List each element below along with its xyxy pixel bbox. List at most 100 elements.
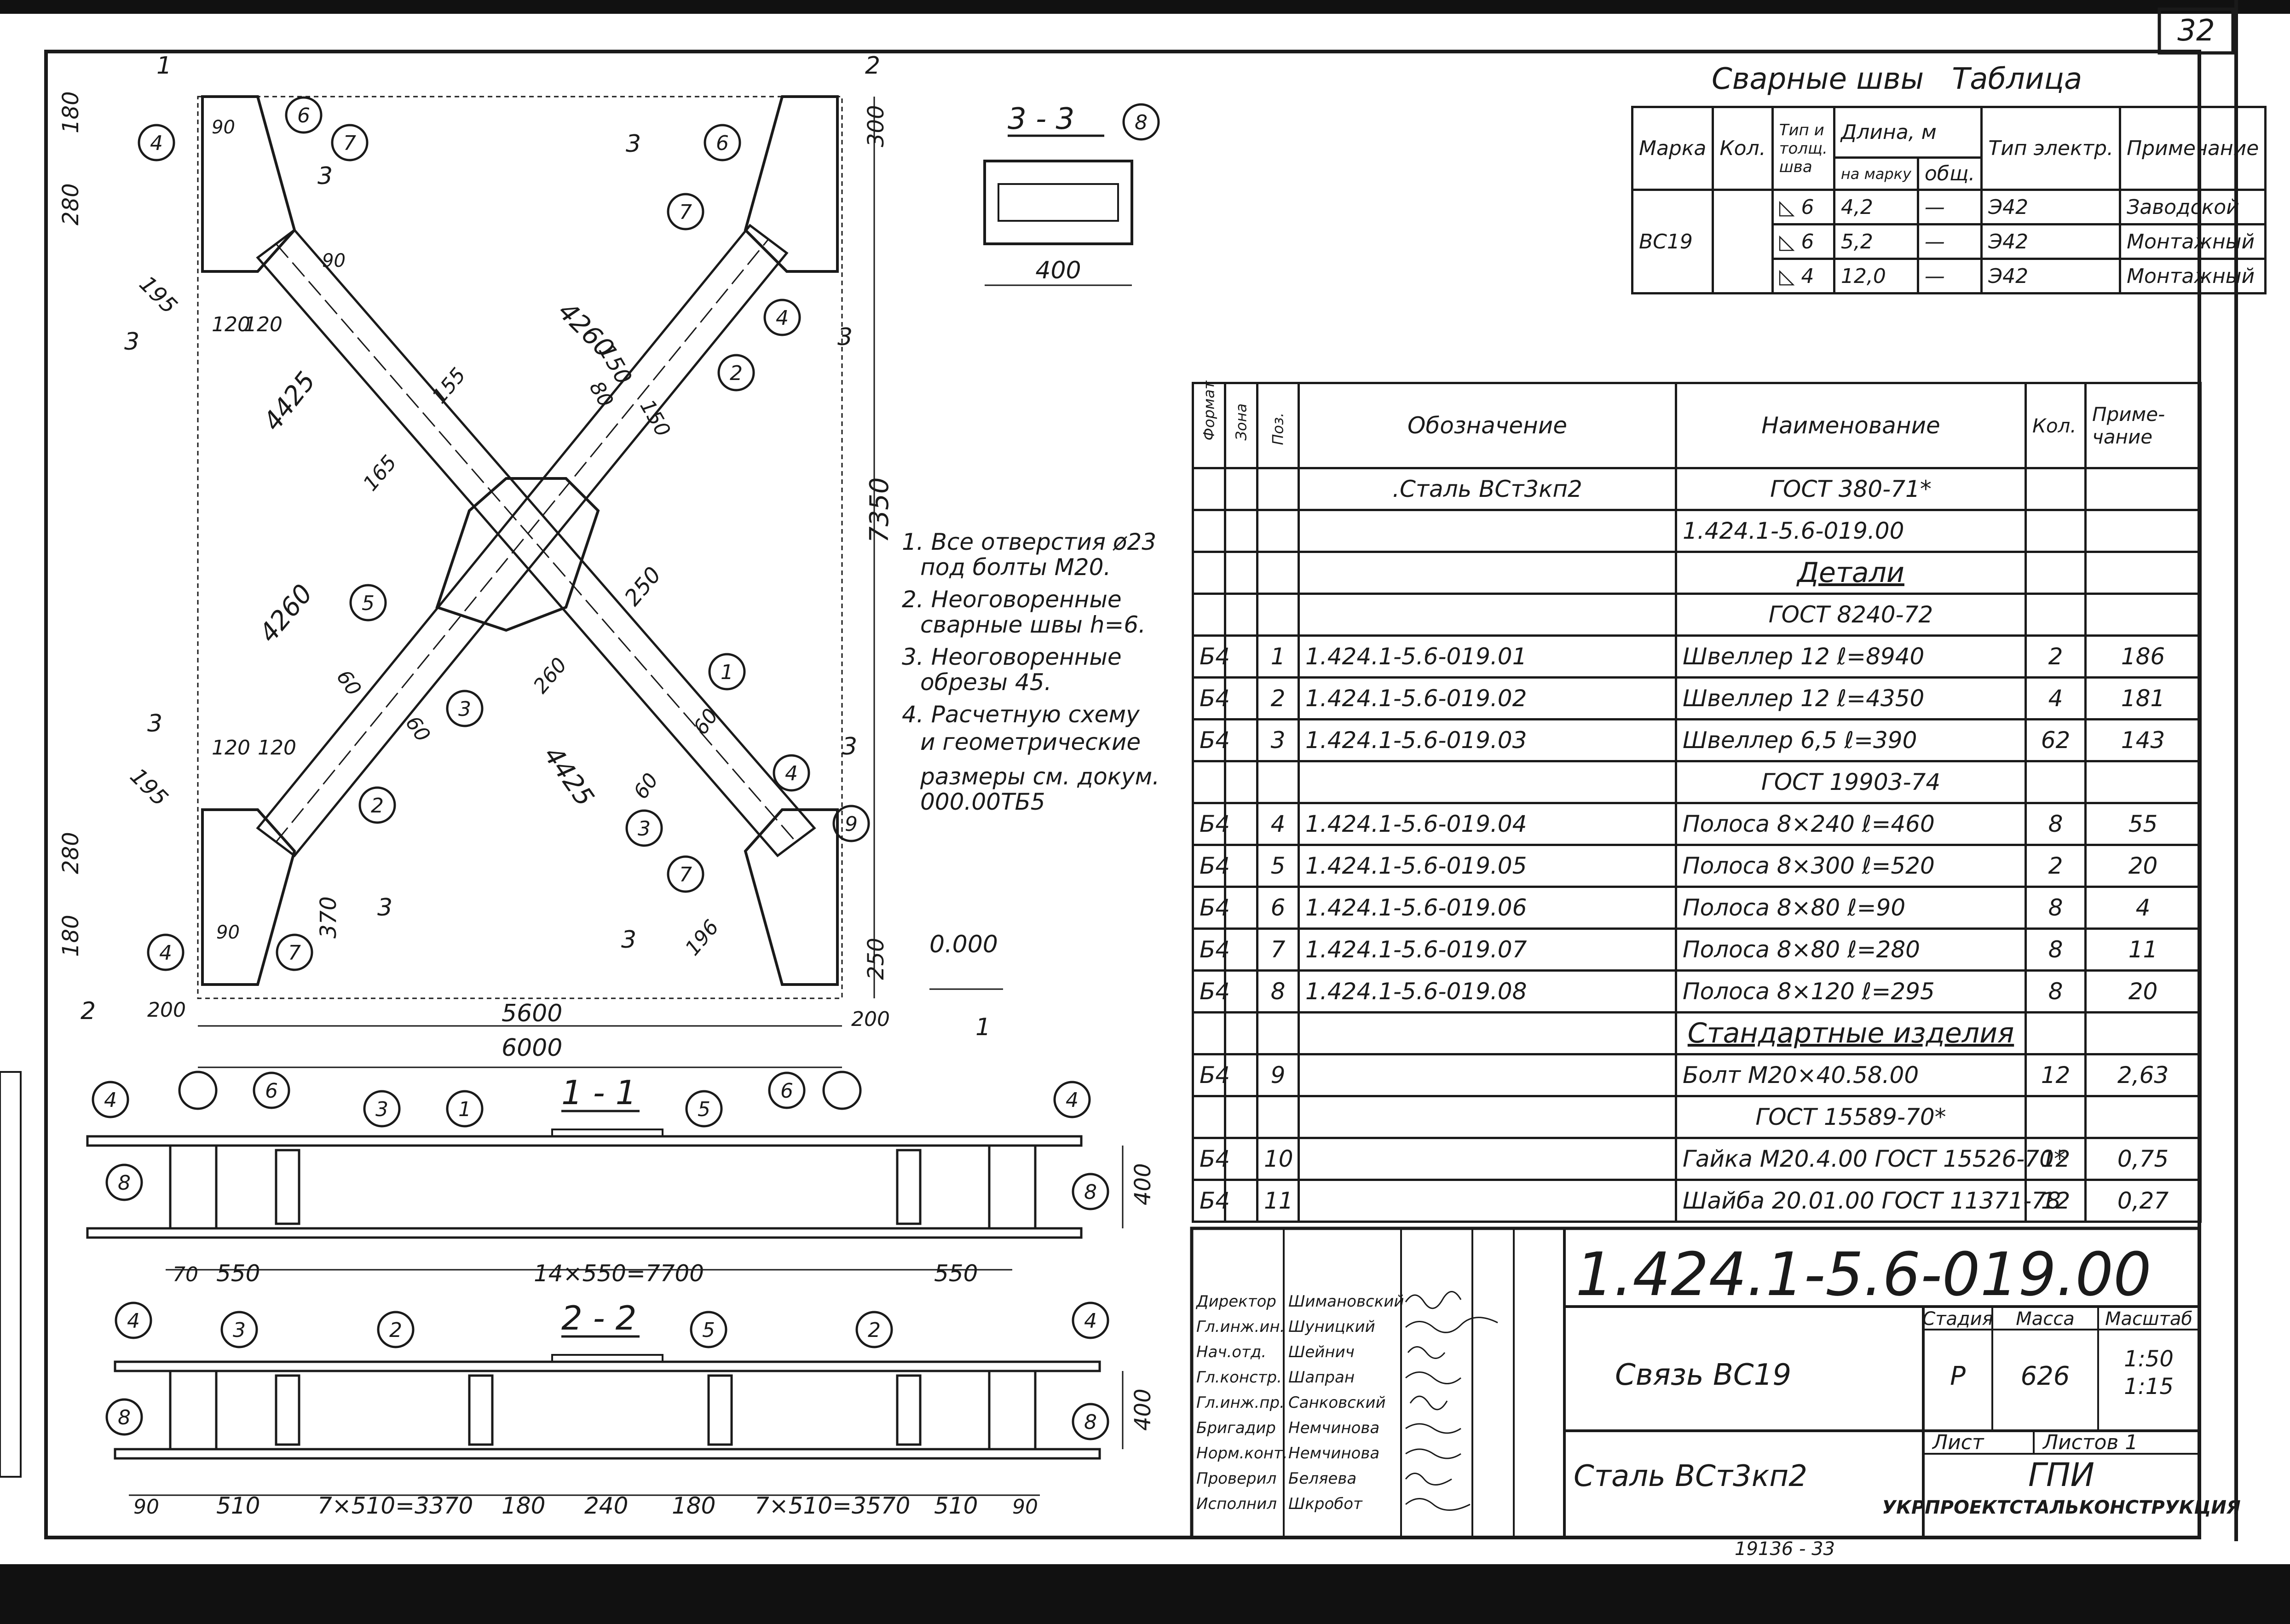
spec-note: 55 [2084,802,2202,846]
pos-3: 3 [458,697,471,721]
pos-3-balloon-b [625,809,663,847]
left-margin-box [0,1071,22,1478]
section-1-1: 1 - 1 70 550 14×550=7700 550 400 4 3 1 5… [86,1073,1156,1287]
pos-2: 2 [730,362,743,385]
spec-note [2084,1011,2202,1055]
spec-zone [1224,676,1258,720]
pos-5-11: 5 [698,1098,710,1121]
dim-150-2: 150 [635,396,675,441]
pos-2-22: 2 [389,1319,402,1342]
spec-designation [1298,760,1677,804]
tb-material: Сталь ВСт3кп2 [1574,1459,1807,1493]
dim-300: 300 [863,105,889,147]
sheet-number-box [2157,7,2235,55]
name-1: Шимановский [1288,1292,1404,1311]
pos-3-balloon [446,690,484,727]
spec-row: Детали [1192,551,2202,595]
weld-header-total: общ. [1916,156,1983,191]
signatures [1405,1291,1498,1511]
weld-len-3: 12,0 [1833,258,1919,294]
spec-qty: 8 [2025,927,2087,972]
pos-4-22r: 4 [1084,1309,1097,1333]
batten-2-3 [707,1374,733,1446]
spec-qty [2025,551,2087,595]
spec-format [1192,509,1226,553]
spec-zone [1224,467,1258,511]
spec-name: Швеллер 12 ℓ=8940 [1675,634,2027,679]
spec-note [2084,467,2202,511]
spec-qty: 8 [2025,802,2087,846]
spec-designation: 1.424.1-5.6-019.06 [1298,886,1677,930]
pos-4-bl: 4 [159,941,172,965]
gusset-bottom-right [744,808,839,986]
weld-header-type: Тип и толщ. шва [1771,106,1835,191]
weld-mark: ВС19 [1631,189,1714,294]
section-mark-3b: 3 [317,162,333,190]
dim-510-left: 510 [216,1492,260,1519]
spec-header-pos: Поз. [1256,382,1300,469]
dim-60-2: 60 [401,712,435,746]
pos-4-balloon-22r [1072,1302,1109,1339]
signature-1 [1405,1291,1462,1309]
dim-90-top: 90 [212,117,235,138]
spec-qty: 62 [2025,718,2087,762]
dim-195-bottom: 195 [125,763,173,811]
weld-el-1: Э42 [1980,189,2122,225]
spec-note: 0,27 [2084,1179,2202,1223]
spec-format: Б4 [1192,1137,1230,1181]
weld-total-2: — [1916,223,1983,260]
dim-550-right: 550 [934,1260,978,1287]
bottom-stamp: 19136 - 33 [1735,1538,1835,1560]
section-mark-3f: 3 [842,733,857,760]
spec-name: 1.424.1-5.6-019.00 [1675,509,2027,553]
section-mark-3g: 3 [377,894,392,921]
pos-7-r: 7 [679,201,692,224]
title-block-frame [1190,1227,2201,1539]
weld-type-2: ◺ 6 [1771,223,1835,260]
pos-2-balloon-b [358,786,396,824]
section-3-3-title: 3 - 3 [1008,102,1074,136]
spec-format: Б4 [1192,676,1230,720]
spec-format [1192,760,1226,804]
tb-people: Директор Шимановский Гл.инж.ин. Шуницкий… [1195,1292,1404,1513]
tb-mass-label: Масса [2016,1308,2075,1330]
spec-zone [1224,844,1258,888]
pos-5-22: 5 [702,1319,715,1342]
spec-name: Полоса 8×240 ℓ=460 [1675,802,2027,846]
spec-row: ГОСТ 8240-72 [1192,593,2202,637]
spec-row: ГОСТ 15589-70* [1192,1095,2202,1139]
pos-2-balloon-22r [855,1311,893,1348]
dim-195-top: 195 [134,271,182,319]
weld-len-2: 5,2 [1833,223,1919,260]
batten-2-2 [468,1374,494,1446]
spec-pos: 2 [1256,676,1300,720]
sheet-number: 32 [2177,14,2215,48]
pos-4-11r: 4 [1066,1088,1079,1112]
dim-155: 155 [427,363,470,408]
signature-5 [1409,1395,1448,1411]
spec-note: 143 [2084,718,2202,762]
note-line-4: сварные швы h=6. [920,611,1146,638]
weld-total-1: — [1916,189,1983,225]
bay-outline [197,96,843,999]
spec-zone [1224,927,1258,972]
batten-2 [896,1149,922,1225]
pos-6-balloon-r [704,124,741,161]
tb-sheet-label: Лист [1932,1431,1984,1454]
spec-pos: 1 [1256,634,1300,679]
weld-note-2: Монтажный [2119,223,2267,260]
name-3: Шейнич [1288,1343,1355,1361]
spec-zone [1224,551,1258,595]
note-line-9: размеры см. докум. [920,763,1159,790]
weld-header-per-mark: на марку [1833,156,1919,191]
name-2: Шуницкий [1288,1318,1375,1336]
spec-header-format: Формат [1192,381,1226,469]
spec-designation: 1.424.1-5.6-019.01 [1298,634,1677,679]
name-5: Санковский [1288,1394,1386,1412]
dim-250: 250 [619,562,666,611]
